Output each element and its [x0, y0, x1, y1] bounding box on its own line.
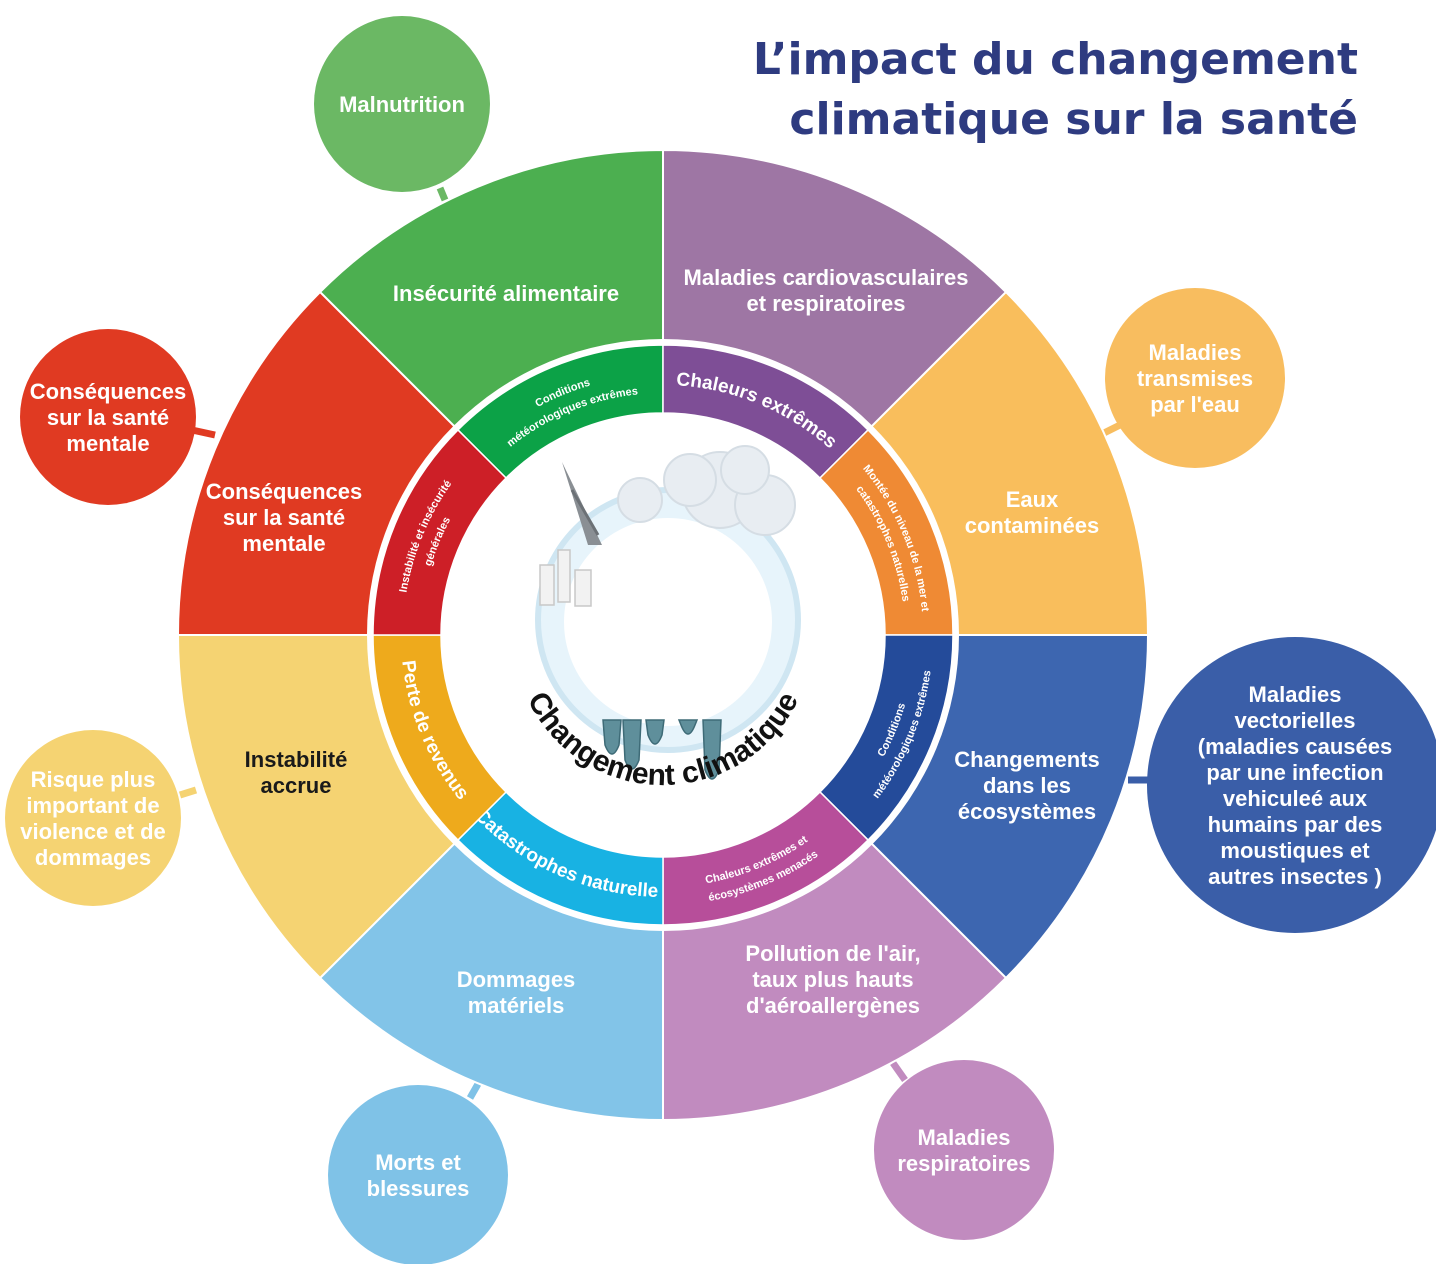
bubble-vector	[1147, 637, 1436, 933]
inner-segment-instgen	[372, 428, 508, 636]
page-title: L’impact du changement climatique sur la…	[753, 30, 1358, 150]
outer-wedge-water-label: contaminées	[965, 513, 1100, 538]
malnutrition-connector	[436, 186, 449, 202]
bubble-vector-label: humains par des	[1208, 812, 1383, 837]
bubble-vector-label: vectorielles	[1234, 708, 1355, 733]
outer-wedge-eco-label: écosystèmes	[958, 799, 1096, 824]
bubble-resp-label: Maladies	[918, 1125, 1011, 1150]
bubble-mentalb-label: mentale	[66, 431, 149, 456]
outer-wedge-air-label: Pollution de l'air,	[745, 941, 920, 966]
bubble-vector-label: (maladies causées	[1198, 734, 1392, 759]
outer-wedge-mental-label: sur la santé	[223, 505, 345, 530]
morts-connector	[466, 1082, 482, 1100]
bubble-risque-label: Risque plus	[31, 767, 156, 792]
bubble-risque-label: dommages	[35, 845, 151, 870]
bubble-vector-label: moustiques et	[1220, 838, 1370, 863]
bubble-malnutrition	[314, 16, 490, 192]
bubble-vector-label: Maladies	[1249, 682, 1342, 707]
outer-wedge-damage-label: Dommages	[457, 967, 576, 992]
globe-illustration	[535, 445, 801, 780]
bubble-mentalb	[20, 329, 196, 505]
outer-wedge-air-label: d'aéroallergènes	[746, 993, 920, 1018]
bubble-mentalb-label: sur la santé	[47, 405, 169, 430]
outer-wedge-eco-label: Changements	[954, 747, 1099, 772]
bubble-morts-label: blessures	[367, 1176, 470, 1201]
outer-wedge-air-label: taux plus hauts	[752, 967, 913, 992]
bubble-morts-label: Morts et	[375, 1150, 461, 1175]
resp-connector	[890, 1060, 908, 1083]
bubble-vector-label: par une infection	[1206, 760, 1383, 785]
bubble-mentalb-label: Conséquences	[30, 379, 187, 404]
bubble-transmises-label: transmises	[1137, 366, 1253, 391]
mentalb-connector	[191, 426, 216, 439]
bubble-morts	[328, 1085, 508, 1264]
bubble-malnutrition-label: Malnutrition	[339, 92, 465, 117]
bubble-risque-label: violence et de	[20, 819, 166, 844]
bubble-transmises-label: par l'eau	[1150, 392, 1240, 417]
bubble-resp	[874, 1060, 1054, 1240]
bubble-vector-label: vehiculeé aux	[1223, 786, 1368, 811]
outer-wedge-cardio-label: Maladies cardiovasculaires	[684, 265, 969, 290]
bubble-resp-label: respiratoires	[897, 1151, 1030, 1176]
outer-wedge-instab-label: accrue	[261, 773, 332, 798]
bubble-vector-label: autres insectes )	[1208, 864, 1382, 889]
outer-wedge-food-label: Insécurité alimentaire	[393, 281, 619, 306]
bubble-risque	[5, 730, 181, 906]
bubble-transmises	[1105, 288, 1285, 468]
outer-wedge-damage-label: matériels	[468, 993, 565, 1018]
bubble-risque-label: important de	[26, 793, 159, 818]
title-line-2: climatique sur la santé	[789, 94, 1358, 145]
bubble-transmises-label: Maladies	[1149, 340, 1242, 365]
title-line-1: L’impact du changement	[752, 34, 1358, 85]
outer-wedge-instab-label: Instabilité	[245, 747, 348, 772]
outer-wedge-mental-label: mentale	[242, 531, 325, 556]
outer-wedge-cardio-label: et respiratoires	[747, 291, 906, 316]
risque-connector	[178, 786, 198, 799]
outer-wedge-eco-label: dans les	[983, 773, 1071, 798]
outer-wedge-mental-label: Conséquences	[206, 479, 363, 504]
outer-wedge-water-label: Eaux	[1006, 487, 1059, 512]
